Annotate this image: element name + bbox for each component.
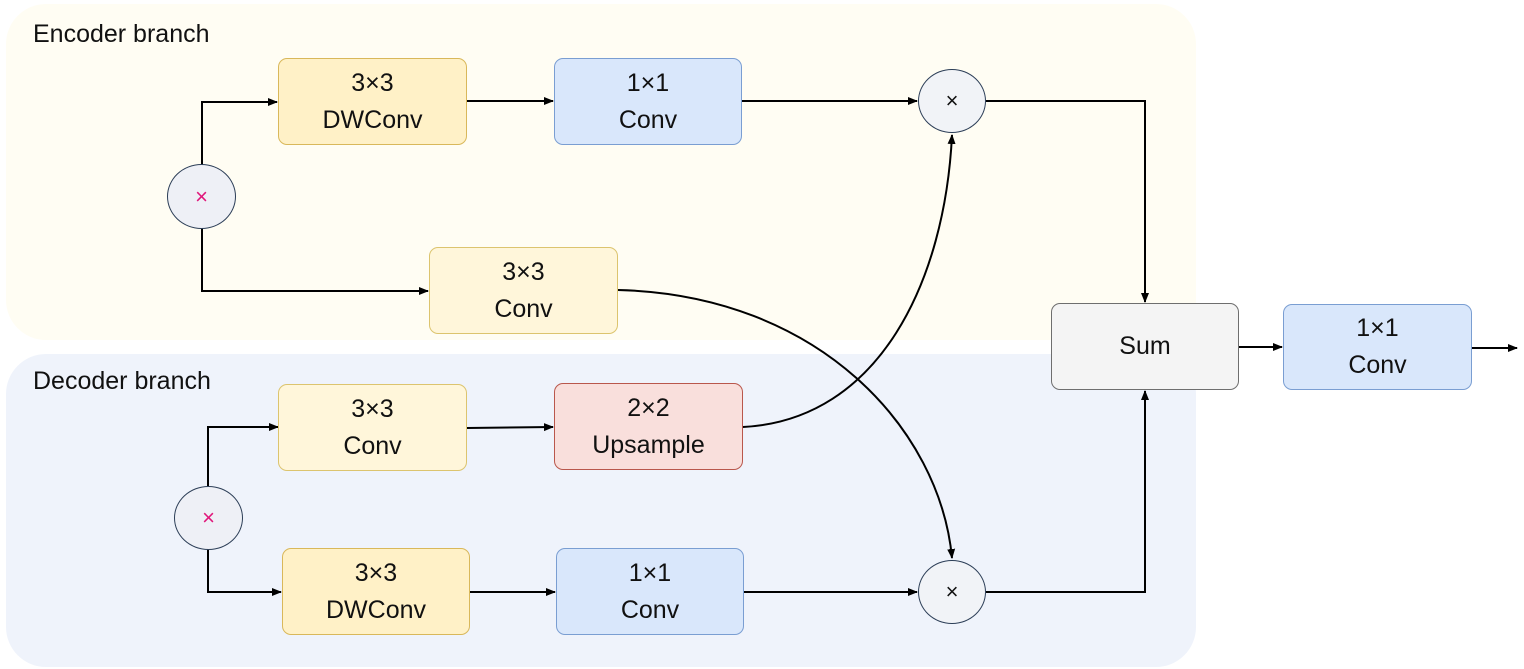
- multiply-symbol: ×: [945, 579, 959, 604]
- decoder-split-multiply-node: ×: [174, 486, 243, 550]
- block-label-line2: Conv: [343, 431, 402, 460]
- encoder-split-multiply-node: ×: [167, 164, 236, 229]
- arrow-enc-conv-to-dec-mul: [617, 289, 956, 559]
- arrow-dec-mul-to-sum: [986, 390, 1149, 593]
- decoder-upsample-block: 2×2 Upsample: [554, 383, 743, 470]
- arrow-dec-conv-to-upsample: [466, 423, 554, 432]
- block-label-line1: 1×1: [1356, 314, 1399, 342]
- block-label-line2: Upsample: [592, 430, 705, 459]
- decoder-pwconv-block: 1×1 Conv: [556, 548, 744, 635]
- arrow-enc-split-to-dwconv: [201, 98, 278, 165]
- block-label-line1: 3×3: [351, 68, 394, 97]
- block-label: Sum: [1119, 332, 1171, 360]
- arrow-dec-split-to-conv: [207, 423, 279, 486]
- encoder-dwconv-block: 3×3 DWConv: [278, 58, 467, 145]
- decoder-conv-block: 3×3 Conv: [278, 384, 467, 471]
- arrow-dec-upsample-to-enc-mul: [742, 134, 956, 428]
- decoder-branch-label: Decoder branch: [33, 367, 211, 395]
- arrow-enc-split-to-conv: [201, 228, 429, 295]
- multiply-symbol: ×: [202, 505, 215, 530]
- block-label-line2: Conv: [618, 105, 678, 134]
- block-label-line2: Conv: [620, 595, 680, 624]
- decoder-multiply-node: ×: [918, 560, 986, 624]
- decoder-dwconv-block: 3×3 DWConv: [282, 548, 470, 635]
- block-label-line2: Conv: [494, 294, 553, 323]
- block-label-line1: 2×2: [627, 393, 670, 422]
- multiply-symbol: ×: [945, 88, 959, 113]
- block-label-line1: 3×3: [354, 558, 398, 587]
- output-conv-block: 1×1 Conv: [1283, 304, 1472, 390]
- block-label-line1: 3×3: [502, 257, 545, 286]
- block-label-line2: Conv: [1348, 351, 1407, 379]
- encoder-pwconv-block: 1×1 Conv: [554, 58, 742, 145]
- block-label-line2: DWConv: [325, 595, 426, 624]
- block-label-line2: DWConv: [322, 105, 423, 134]
- sum-block: Sum: [1051, 303, 1239, 390]
- encoder-multiply-node: ×: [918, 69, 986, 133]
- block-label-line1: 3×3: [351, 394, 394, 423]
- multiply-symbol: ×: [195, 183, 208, 209]
- block-label-line1: 1×1: [626, 68, 670, 97]
- arrow-dec-split-to-dwconv: [207, 549, 282, 596]
- encoder-branch-label: Encoder branch: [33, 20, 210, 48]
- arrow-enc-mul-to-sum: [986, 100, 1149, 303]
- block-label-line1: 1×1: [628, 558, 672, 587]
- encoder-conv-block: 3×3 Conv: [429, 247, 618, 334]
